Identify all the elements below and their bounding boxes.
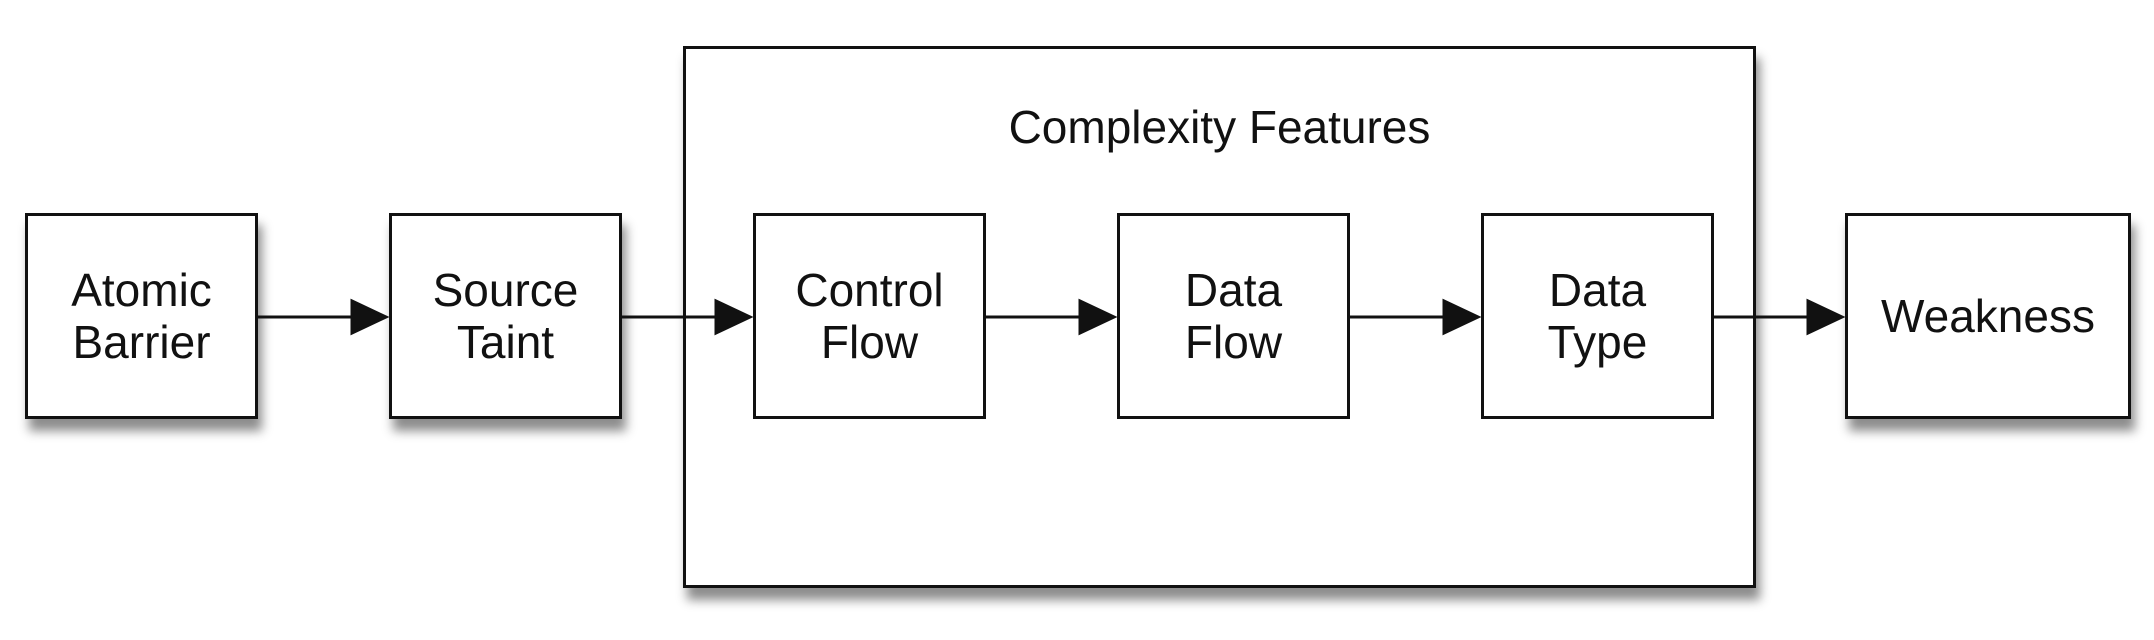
arrowhead-control-to-dataflow bbox=[1078, 298, 1118, 336]
atomic-barrier-node: Atomic Barrier bbox=[25, 213, 258, 419]
arrowhead-source-to-control bbox=[714, 298, 754, 336]
arrowhead-dataflow-to-datatype bbox=[1442, 298, 1482, 336]
complexity-features-title: Complexity Features bbox=[1008, 101, 1431, 153]
data-flow-node: Data Flow bbox=[1117, 213, 1350, 419]
weakness-node: Weakness bbox=[1845, 213, 2131, 419]
data-type-node: Data Type bbox=[1481, 213, 1714, 419]
arrowhead-datatype-to-weakness bbox=[1806, 298, 1846, 336]
arrowhead-atomic-to-source bbox=[350, 298, 390, 336]
source-taint-node: Source Taint bbox=[389, 213, 622, 419]
control-flow-node: Control Flow bbox=[753, 213, 986, 419]
